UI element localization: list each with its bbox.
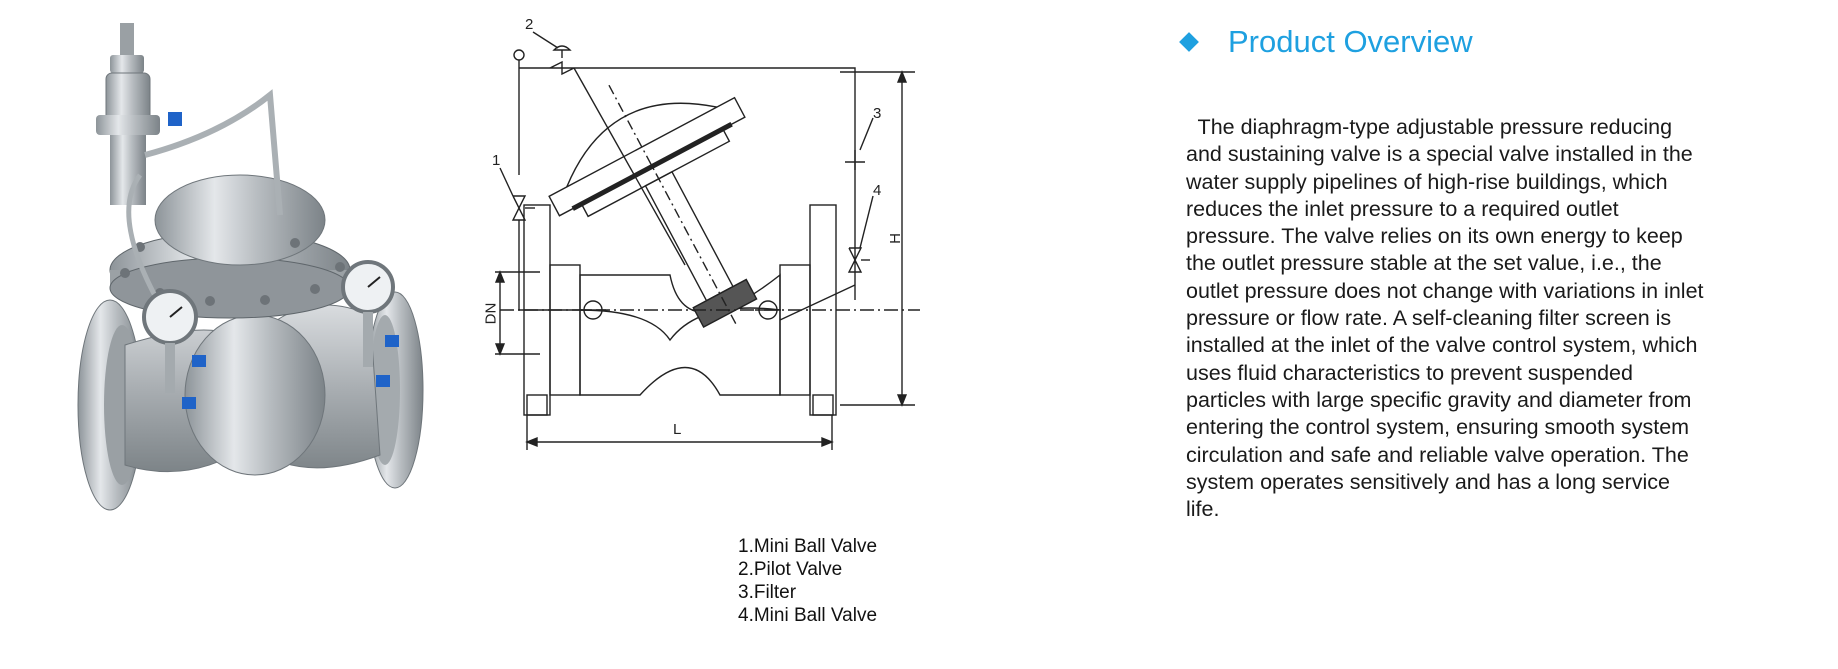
legend-item: 1.Mini Ball Valve [738,536,878,557]
overview-line: pressure. The valve relies on its own en… [1186,224,1683,249]
overview-line: uses fluid characteristics to prevent su… [1186,360,1633,385]
dn-label: DN [482,302,500,325]
product-overview: Product Overview The diaphragm-type adju… [1176,22,1836,523]
overview-line: circulation and safe and reliable valve … [1186,442,1689,467]
valve-illustration [77,23,424,511]
gauge-symbol [513,49,525,61]
legend-item: 4.Mini Ball Valve [738,605,878,626]
product-photo [70,15,430,535]
overview-text: The diaphragm-type adjustable pressure r… [1186,114,1836,523]
callout-2: 2 [525,16,534,33]
pilot-line-right [574,67,856,300]
overview-line: particles with large specific gravity an… [1186,387,1692,412]
callout-4: 4 [873,182,882,199]
overview-title: Product Overview [1228,24,1473,59]
overview-line: life. [1186,497,1220,522]
l-label: L [673,421,682,438]
callout-1: 1 [492,152,501,169]
callout-3: 3 [873,105,882,122]
overview-line: water supply pipelines of high-rise buil… [1186,169,1668,194]
legend-item: 3.Filter [738,582,797,603]
parts-legend: 1.Mini Ball Valve 2.Pilot Valve 3.Filter… [738,535,877,627]
overview-line: entering the control system, ensuring sm… [1186,415,1690,440]
overview-line: the outlet pressure stable at the set va… [1186,251,1662,276]
overview-line: pressure or flow rate. A self-cleaning f… [1186,306,1672,331]
h-label: H [886,233,904,244]
legend-item: 2.Pilot Valve [738,559,843,580]
overview-line: The diaphragm-type adjustable pressure r… [1186,115,1673,139]
overview-header: Product Overview [1176,22,1836,62]
diamond-bullet-icon [1179,32,1199,52]
overview-line: system operates sensitively and has a lo… [1186,469,1670,494]
overview-line: installed at the inlet of the valve cont… [1186,333,1698,358]
overview-line: outlet pressure does not change with var… [1186,278,1704,303]
technical-drawing: DN H L 1 2 3 4 [470,10,950,460]
overview-line: reduces the inlet pressure to a required… [1186,196,1619,221]
overview-line: and sustaining valve is a special valve … [1186,142,1693,167]
